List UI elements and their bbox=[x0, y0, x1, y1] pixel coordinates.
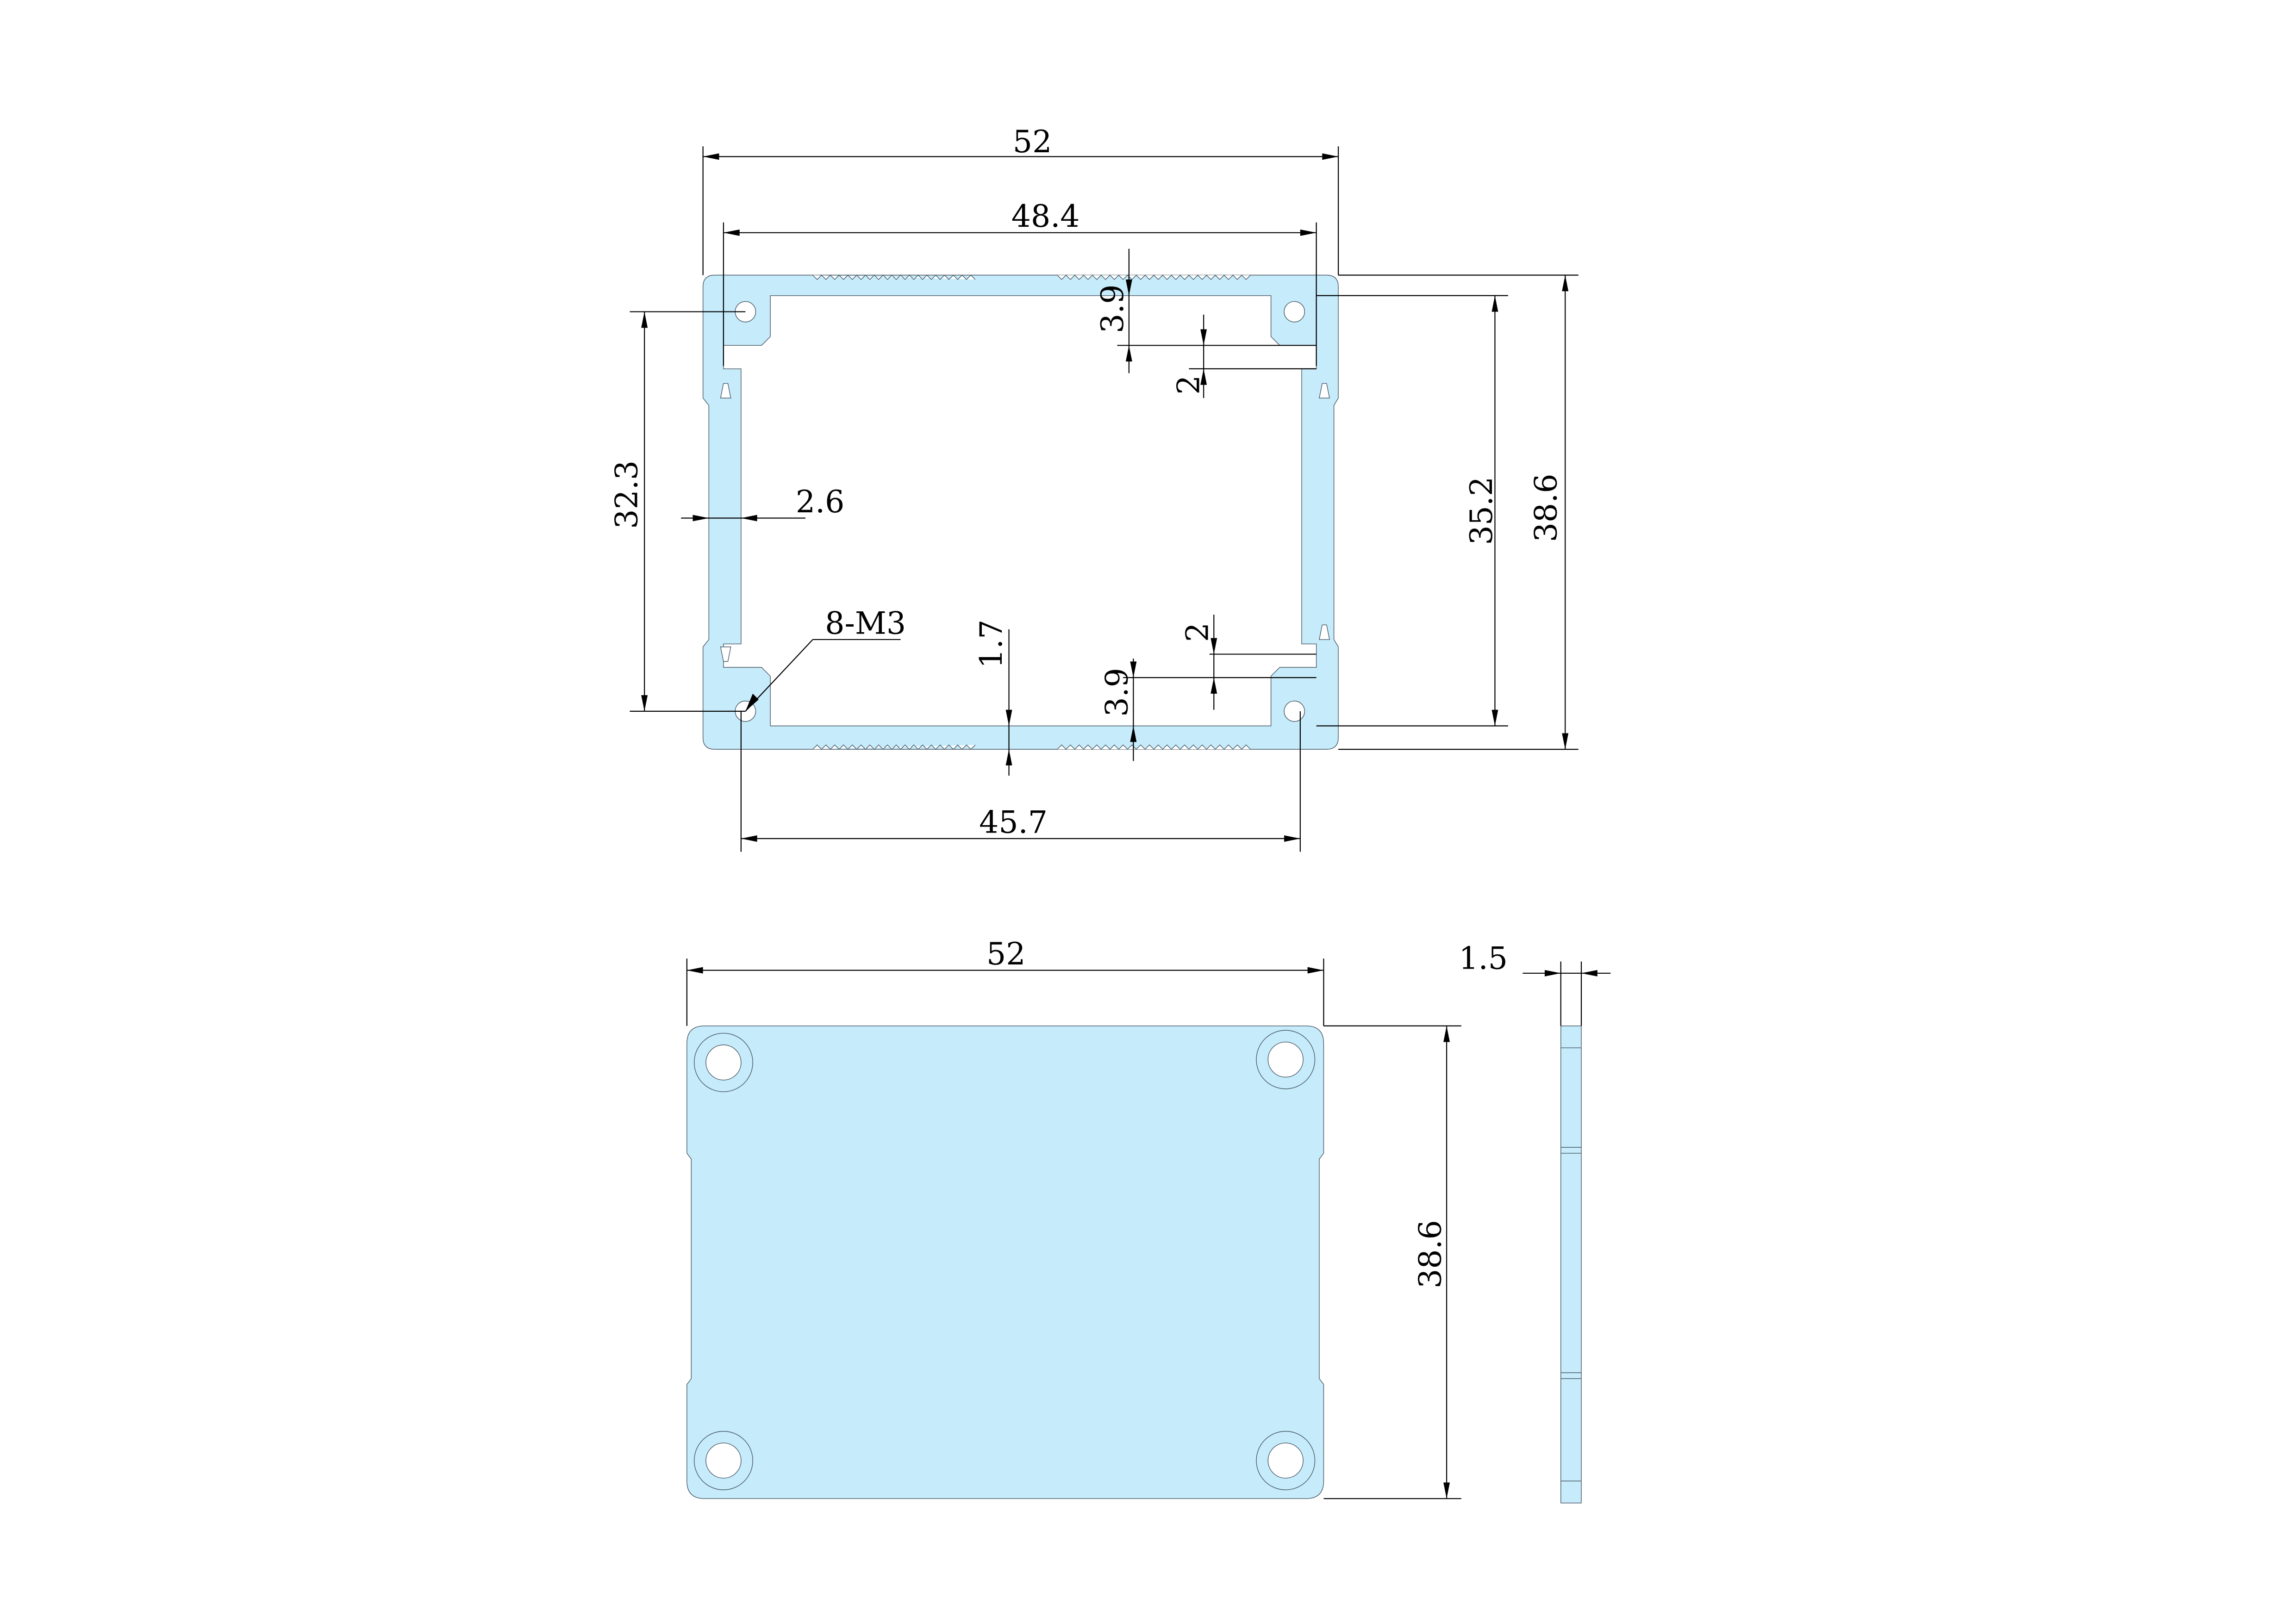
serration bbox=[812, 744, 976, 750]
dim-width: 52 bbox=[1013, 124, 1052, 160]
dim-bottom-wall: 1.7 bbox=[973, 620, 1009, 669]
arrowhead bbox=[741, 835, 757, 842]
arrowhead bbox=[1322, 153, 1339, 160]
end-plate-body bbox=[686, 1026, 1324, 1499]
notch-right-bottom bbox=[1319, 624, 1330, 640]
serrated-edge bbox=[812, 274, 1251, 750]
arrowhead bbox=[686, 967, 703, 974]
end-plate-front bbox=[686, 1026, 1324, 1499]
notch-right-top bbox=[1319, 383, 1330, 398]
dim-screw-pitch-horizontal: 45.7 bbox=[979, 804, 1048, 840]
arrowhead bbox=[1300, 229, 1316, 236]
arrowhead bbox=[1200, 368, 1207, 385]
arrowhead bbox=[693, 515, 709, 522]
screw-callout: 8-M3 bbox=[825, 605, 906, 641]
dim-plate-height: 38.6 bbox=[1412, 1220, 1448, 1288]
arrowhead bbox=[1544, 970, 1561, 976]
dim-bottom-slot-gap: 2 bbox=[1179, 622, 1216, 642]
arrowhead bbox=[1210, 678, 1217, 694]
notch-left-bottom bbox=[720, 647, 731, 662]
arrowhead bbox=[641, 311, 648, 328]
mount-hole bbox=[1267, 1041, 1304, 1078]
arrowhead bbox=[1581, 970, 1597, 976]
dim-inner-width: 48.4 bbox=[1011, 198, 1080, 234]
serration bbox=[1057, 274, 1251, 280]
arrowhead bbox=[1491, 709, 1498, 726]
arrowhead bbox=[1125, 345, 1132, 362]
dim-top-slot-gap: 2 bbox=[1171, 375, 1207, 395]
arrowhead bbox=[1491, 295, 1498, 312]
arrowhead bbox=[1125, 280, 1132, 296]
arrowhead bbox=[1307, 967, 1324, 974]
dim-wall-thickness: 2.6 bbox=[796, 484, 845, 520]
arrowhead bbox=[1562, 733, 1569, 750]
end-plate-side bbox=[1560, 1026, 1582, 1504]
side-plate-body bbox=[1560, 1026, 1582, 1504]
arrowhead bbox=[1443, 1026, 1450, 1042]
dim-outer-height: 38.6 bbox=[1528, 473, 1564, 542]
screw-channel-bottom-right bbox=[1284, 701, 1305, 722]
mount-hole bbox=[705, 1443, 742, 1479]
dim-inner-height: 35.2 bbox=[1463, 477, 1499, 545]
arrowhead bbox=[1005, 749, 1012, 765]
leader-arrowhead bbox=[745, 693, 759, 711]
arrowhead bbox=[1562, 275, 1569, 292]
arrowhead bbox=[723, 229, 740, 236]
dim-plate-width: 52 bbox=[986, 936, 1025, 972]
dim-bottom-slot-depth: 3.9 bbox=[1099, 668, 1135, 717]
arrowhead bbox=[1005, 709, 1012, 726]
arrowhead bbox=[1130, 661, 1137, 678]
screw-channel-top-right bbox=[1284, 301, 1305, 323]
arrowhead bbox=[1210, 638, 1217, 654]
mount-hole bbox=[705, 1045, 742, 1081]
arrowhead bbox=[1200, 329, 1207, 346]
arrowhead bbox=[703, 153, 719, 160]
arrowhead bbox=[1130, 726, 1137, 742]
arrowhead bbox=[641, 695, 648, 711]
dimension-lines bbox=[630, 146, 1611, 1499]
dimension-labels: 52 48.4 3.9 2 35.2 38.6 32.3 2.6 8-M3 1.… bbox=[608, 124, 1564, 1288]
dim-plate-thickness: 1.5 bbox=[1459, 940, 1508, 976]
serration bbox=[1057, 744, 1251, 750]
arrowhead bbox=[741, 515, 757, 522]
dim-top-slot-depth: 3.9 bbox=[1094, 284, 1130, 333]
arrowhead bbox=[1284, 835, 1300, 842]
mount-hole bbox=[1267, 1443, 1304, 1479]
dim-screw-pitch-vertical: 32.3 bbox=[608, 460, 644, 529]
arrowhead bbox=[1443, 1482, 1450, 1499]
notch-left-top bbox=[720, 383, 731, 398]
